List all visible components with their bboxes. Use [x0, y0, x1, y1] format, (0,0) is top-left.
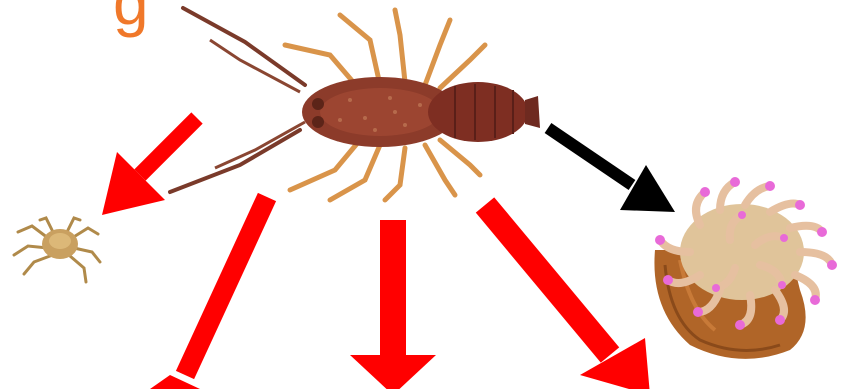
lobster-antenna-lower: [170, 130, 300, 192]
lobster-image: [170, 8, 540, 200]
arrow-lobster-to-anemone: [548, 128, 675, 212]
arrow-lobster-down-center: [350, 220, 436, 389]
crab-image: [14, 218, 100, 282]
lobster-antenna-lower-2: [215, 122, 305, 168]
arrow-lobster-to-crab: [102, 118, 197, 215]
anemone-image: [654, 177, 837, 359]
arrow-lobster-down-right: [485, 205, 650, 389]
arrow-lobster-down-left: [150, 197, 267, 389]
